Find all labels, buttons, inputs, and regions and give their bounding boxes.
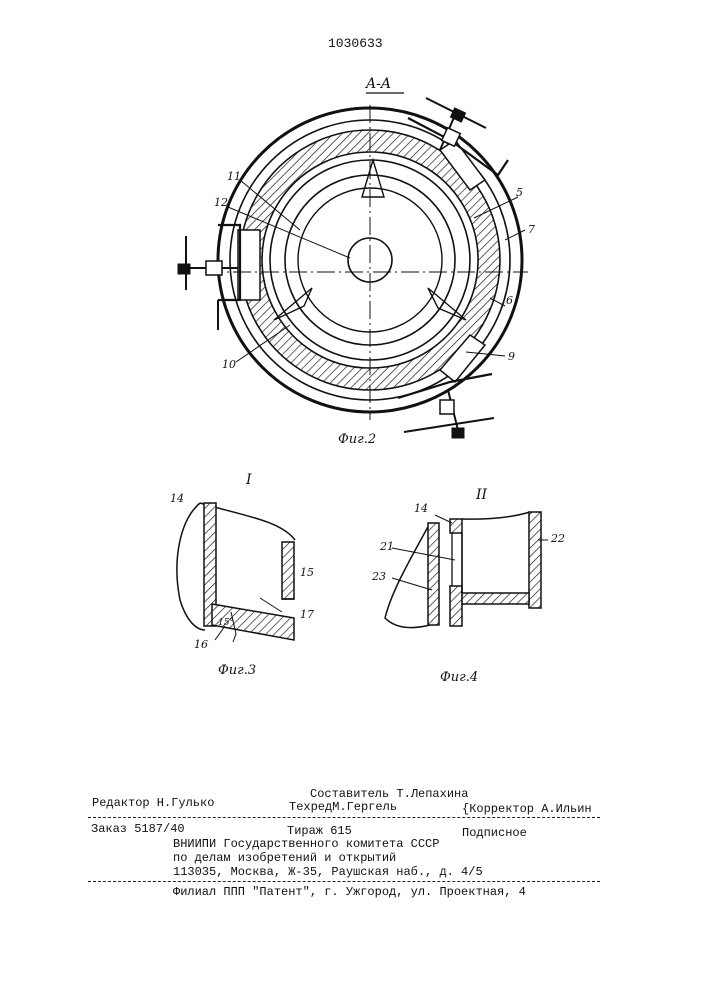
label-14-fig4: 14 — [414, 502, 428, 515]
label-23: 23 — [372, 570, 386, 583]
figure-2-caption: Фиг.2 — [338, 432, 376, 447]
label-16: 16 — [194, 638, 208, 651]
view-label-i: I — [246, 472, 252, 488]
label-7: 7 — [528, 223, 535, 236]
label-10: 10 — [222, 358, 236, 371]
view-label-ii: II — [476, 487, 487, 503]
corrector-line: {Корректор А.Ильин — [462, 802, 592, 816]
label-9: 9 — [508, 350, 515, 363]
label-6: 6 — [506, 294, 513, 307]
blade-top — [362, 160, 384, 197]
editor-line: Редактор Н.Гулько — [92, 796, 214, 810]
label-11: 11 — [227, 170, 241, 183]
figure-3-caption: Фиг.3 — [218, 663, 256, 678]
section-label-a-a: A-A — [366, 76, 391, 92]
divider-2 — [88, 881, 600, 882]
org-line-1: ВНИИПИ Государственного комитета СССР — [173, 837, 439, 851]
label-angle: 15° — [218, 618, 234, 628]
org-line-2: по делам изобретений и открытий — [173, 851, 396, 865]
figure-3-drawing — [177, 503, 295, 642]
label-5: 5 — [516, 186, 523, 199]
branch-line: Филиал ППП "Патент", г. Ужгород, ул. Про… — [173, 885, 526, 899]
subscription-line: Подписное — [462, 826, 527, 840]
figure-4-drawing — [385, 512, 548, 628]
label-22: 22 — [551, 532, 565, 545]
order-line: Заказ 5187/40 — [91, 822, 185, 836]
divider-1 — [88, 817, 600, 818]
techred-line: ТехредМ.Гергель — [289, 800, 397, 814]
figure-2-drawing — [178, 93, 528, 438]
label-17: 17 — [300, 608, 314, 621]
circulation-line: Тираж 615 — [287, 824, 352, 838]
org-address: 113035, Москва, Ж-35, Раушская наб., д. … — [173, 865, 483, 879]
label-21: 21 — [380, 540, 394, 553]
figure-4-caption: Фиг.4 — [440, 670, 478, 685]
compiler-line: Составитель Т.Лепахина — [310, 787, 468, 801]
label-15: 15 — [300, 566, 314, 579]
label-12: 12 — [214, 196, 228, 209]
label-14-fig3: 14 — [170, 492, 184, 505]
